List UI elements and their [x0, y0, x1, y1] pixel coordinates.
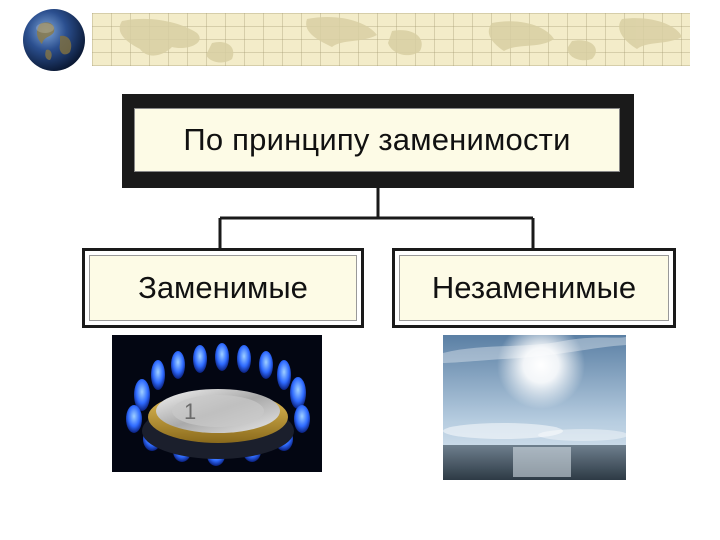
- sun-over-sea-photo: [443, 335, 626, 480]
- root-node-label: По принципу заменимости: [183, 122, 571, 157]
- map-banner: [92, 13, 690, 66]
- child-node-irreplaceable: Незаменимые: [392, 248, 676, 328]
- globe-icon: [20, 6, 88, 74]
- root-node: По принципу заменимости: [122, 94, 634, 188]
- world-map-illustration: [119, 16, 682, 63]
- child-node-replaceable: Заменимые: [82, 248, 364, 328]
- child-node-label: Заменимые: [138, 270, 308, 305]
- child-node-label: Незаменимые: [431, 270, 637, 305]
- svg-text:1: 1: [184, 399, 196, 424]
- gas-burner-photo: 1: [112, 335, 322, 472]
